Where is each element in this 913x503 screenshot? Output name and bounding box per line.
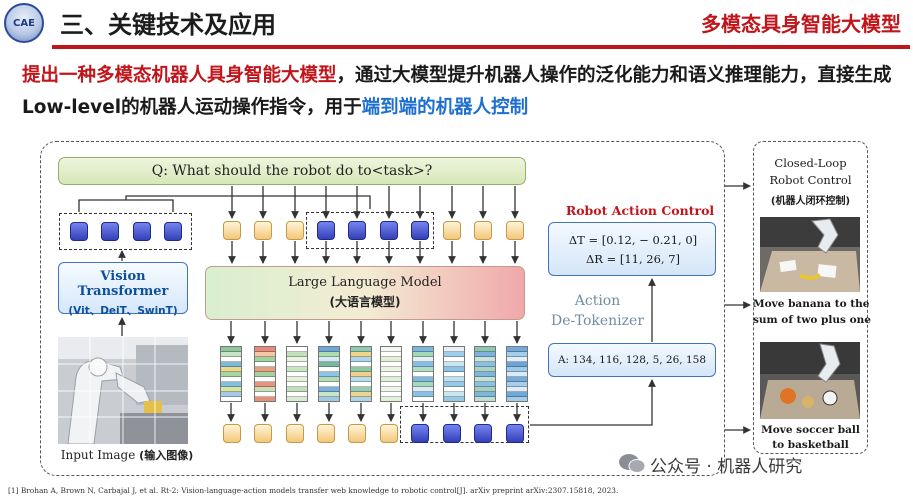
vit-title: Vision Transformer [77, 269, 169, 299]
section-subtitle: 多模态具身智能大模型 [701, 12, 901, 36]
vit-subtitle: (Vit、DeiT、SwinT) [68, 305, 178, 317]
embedding-stack [254, 346, 276, 402]
action-output-token [411, 424, 429, 443]
actions-to-tokens-arrow [530, 379, 656, 426]
text-token [286, 221, 304, 240]
text-token [506, 221, 524, 240]
output-token [380, 424, 398, 443]
text-token [443, 221, 461, 240]
image-token [380, 221, 398, 240]
text-token [223, 221, 241, 240]
action-output-token [506, 424, 524, 443]
example1-caption-line2: sum of two plus one [753, 314, 871, 326]
input-image-label-en: Input Image [60, 448, 136, 462]
embedding-stack [412, 346, 434, 402]
vision-token [164, 222, 182, 241]
embedding-stack [380, 346, 402, 402]
delta-translation: ΔT = [0.12, − 0.21, 0] [568, 233, 698, 247]
closed-loop-title-line1: Closed-Loop [774, 156, 847, 170]
section-title: 三、关键技术及应用 [60, 11, 276, 39]
delta-rotation: ΔR = [11, 26, 7] [585, 252, 681, 266]
embedding-stack [220, 346, 242, 402]
embedding-stack [474, 346, 496, 402]
example-photo-banana [760, 217, 860, 292]
logo-text: CAE [13, 18, 35, 29]
slide-header: CAE 三、关键技术及应用 多模态具身智能大模型 [0, 0, 913, 50]
image-token [348, 221, 366, 240]
output-token [317, 424, 335, 443]
question-prompt-bar: Q: What should the robot do to<task>? [58, 157, 526, 185]
robot-action-control-title: Robot Action Control [565, 203, 715, 218]
closed-loop-title-zh: (机器人闭环控制) [770, 196, 851, 207]
embedding-stack [443, 346, 465, 402]
example-photo-soccer [760, 342, 860, 419]
robot-action-control-box: ΔT = [0.12, − 0.21, 0] ΔR = [11, 26, 7] [548, 222, 716, 276]
reference-footnote: [1] Brohan A, Brown N, Carbajal J, et al… [8, 486, 619, 495]
embedding-stack [506, 346, 528, 402]
text-token [254, 221, 272, 240]
vision-token-group [59, 213, 192, 250]
output-token [254, 424, 272, 443]
example2-caption-line2: to basketball [772, 439, 849, 451]
wechat-icon [619, 454, 646, 473]
intro-paragraph: 提出一种多模态机器人具身智能大模型，通过大模型提升机器人操作的泛化能力和语义推理… [22, 60, 902, 124]
intro-emphasis: 端到端的机器人控制 [361, 97, 529, 118]
llm-subtitle: (大语言模型) [329, 295, 401, 309]
robot-arm-photo [58, 337, 188, 444]
vision-token [133, 222, 151, 241]
vision-to-llm-link [125, 195, 371, 209]
closed-loop-title-line2: Robot Control [769, 173, 852, 187]
output-token [223, 424, 241, 443]
vision-bracket [78, 199, 174, 212]
vision-transformer-box: Vision Transformer (Vit、DeiT、SwinT) [58, 262, 188, 317]
input-image-label: Input Image (输入图像) [52, 447, 202, 463]
example1-caption-line1: Move banana to the [753, 298, 870, 310]
header-divider [52, 45, 910, 49]
large-language-model-box: Large Language Model (大语言模型) [205, 266, 525, 320]
example2-caption-line1: Move soccer ball [761, 424, 860, 436]
action-output-token [474, 424, 492, 443]
vision-token [70, 222, 88, 241]
image-token [411, 221, 429, 240]
vision-token [101, 222, 119, 241]
action-output-token [443, 424, 461, 443]
input-image-label-zh: (输入图像) [135, 449, 194, 462]
embedding-stack [286, 346, 308, 402]
embedding-stack [318, 346, 340, 402]
detokenizer-label-line2: De-Tokenizer [550, 313, 645, 329]
text-token [474, 221, 492, 240]
embedding-stack [350, 346, 372, 402]
action-token-group [400, 406, 529, 443]
action-tokens-box: A: 134, 116, 128, 5, 26, 158 [548, 343, 716, 377]
llm-input-vision-token-group [306, 212, 434, 249]
input-image [58, 337, 188, 444]
intro-body: ，通过大模型提升机器人操作的泛化能力和语义推理能力，直接生成Low-level的… [22, 65, 892, 118]
diagram-frame [40, 141, 725, 476]
output-token [348, 424, 366, 443]
output-token [286, 424, 304, 443]
cae-logo: CAE [4, 3, 44, 43]
intro-highlight: 提出一种多模态机器人具身智能大模型 [22, 65, 337, 86]
watermark-text: 公众号 · 机器人研究 [650, 457, 803, 477]
detokenizer-label-line1: Action [574, 293, 621, 309]
llm-title: Large Language Model [288, 275, 442, 290]
image-token [317, 221, 335, 240]
